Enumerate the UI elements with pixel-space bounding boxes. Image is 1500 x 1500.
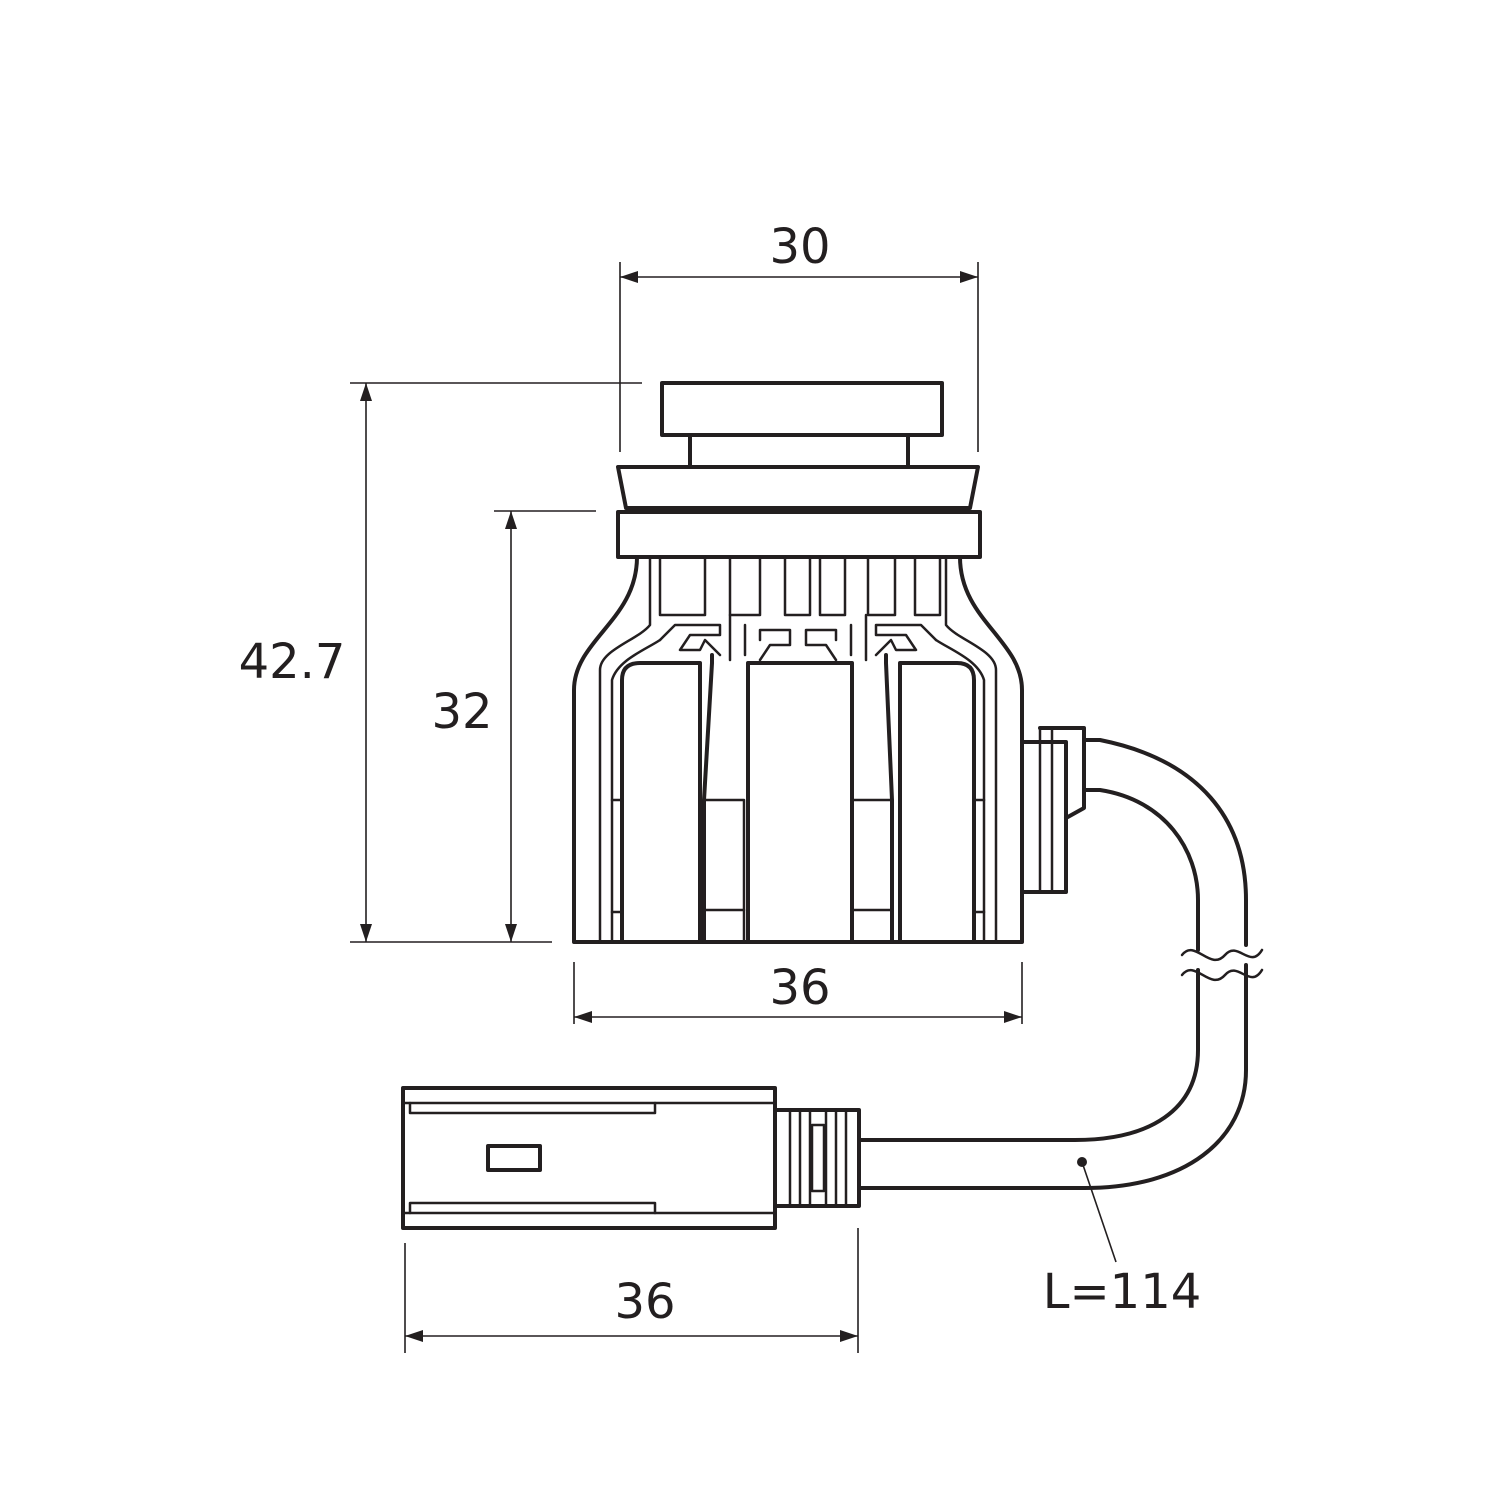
cable-length-label: L=114: [1043, 1264, 1202, 1320]
plug-strain-relief: [773, 1108, 861, 1208]
cable-length-callout: L=114: [1043, 1157, 1202, 1320]
dimension-label-body-width: 36: [769, 960, 830, 1016]
dimension-label-total-height: 42.7: [239, 634, 346, 690]
plug-connector: [401, 1086, 777, 1230]
dimension-label-body-height: 32: [431, 684, 492, 740]
dimension-connector-width: 36: [404, 1228, 859, 1353]
side-cable-gland: [1020, 726, 1086, 894]
bulb-cap: [660, 381, 944, 469]
dimension-label-top-width: 30: [769, 219, 830, 275]
heatsink-body: [572, 555, 1024, 944]
dimension-top-width: 30: [619, 219, 979, 452]
latch-window: [486, 1144, 542, 1172]
dimension-body-height: 32: [431, 510, 596, 942]
cable: [858, 738, 1264, 1190]
dimension-total-height: 42.7: [239, 382, 642, 943]
dimension-body-width: 36: [573, 960, 1023, 1024]
bulb-flange: [616, 465, 982, 559]
dimension-label-connector-width: 36: [614, 1274, 675, 1330]
